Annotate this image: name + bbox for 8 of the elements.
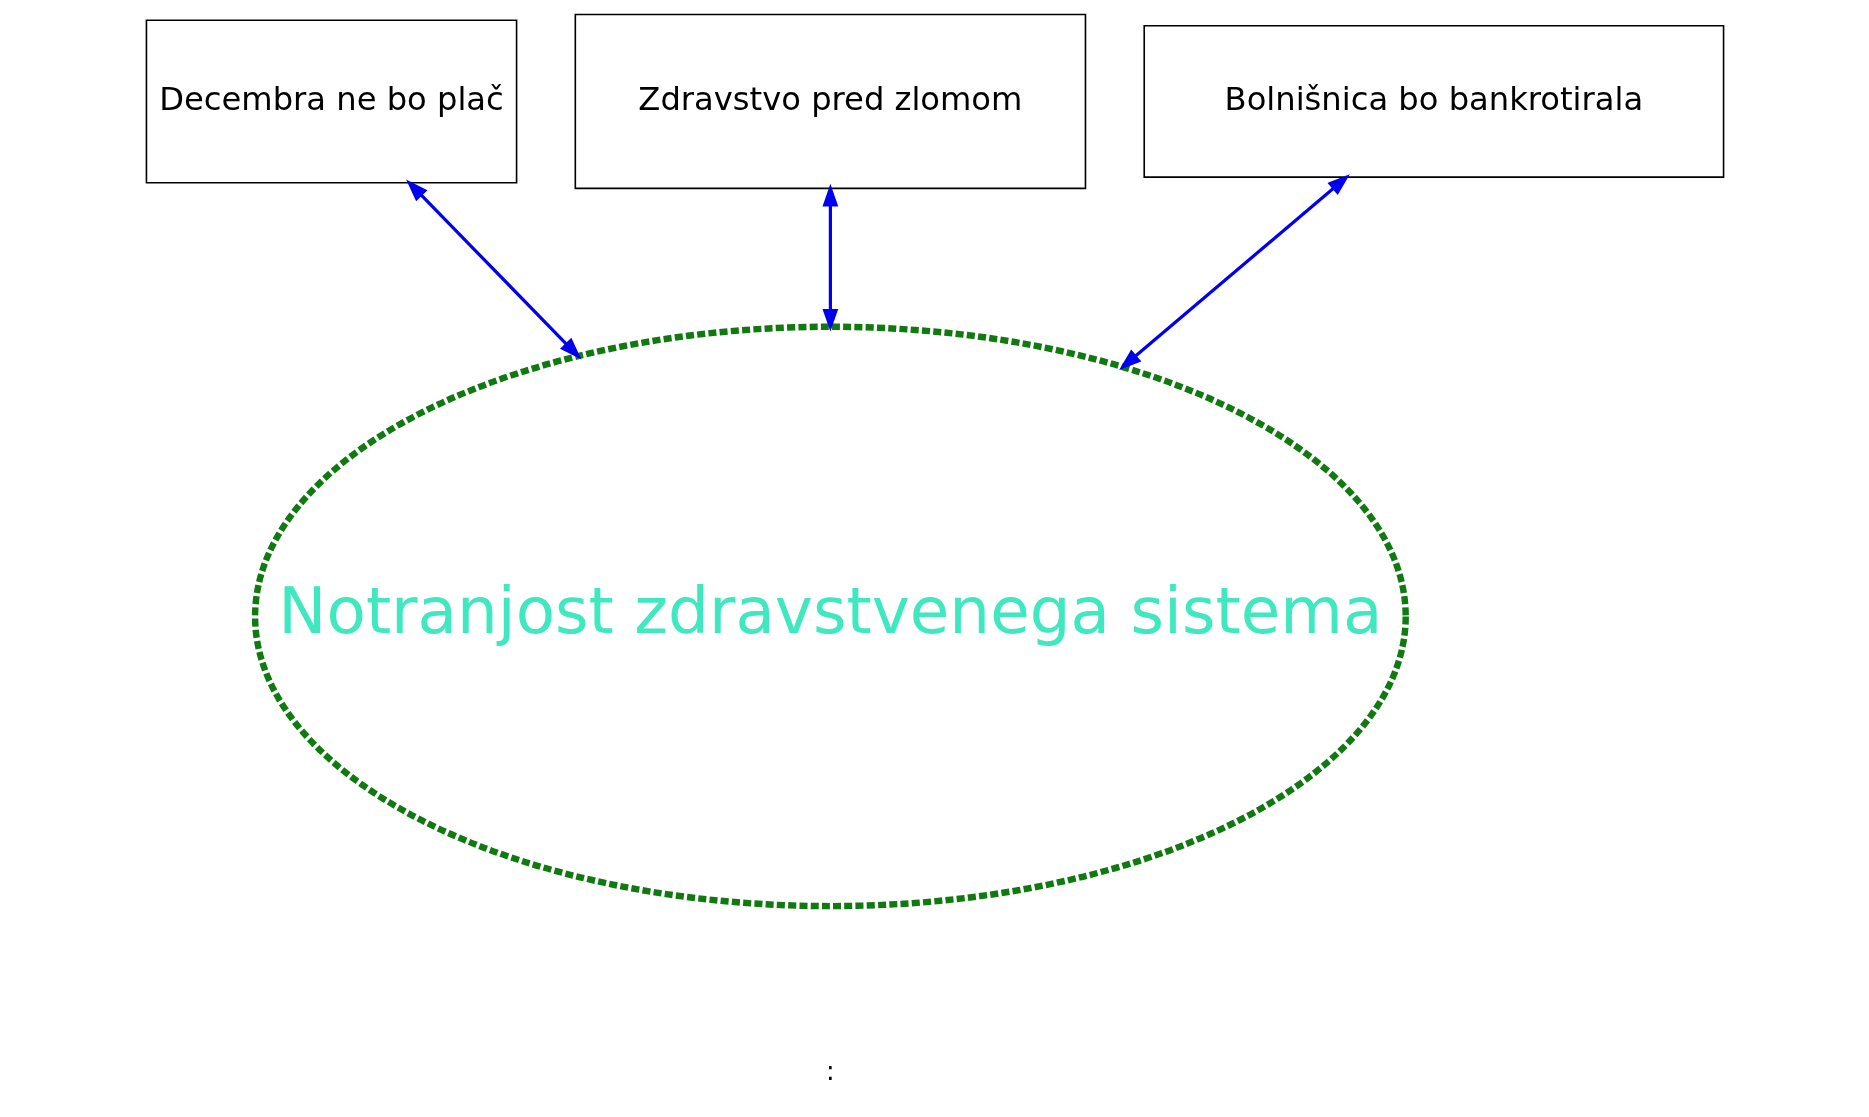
node-ellipse: Notranjost zdravstvenega sistema <box>251 323 1409 910</box>
arrow <box>405 179 581 360</box>
arrow <box>1118 174 1350 370</box>
label: : <box>825 1055 835 1086</box>
node-box: Bolnišnica bo bankrotirala <box>1142 25 1724 178</box>
arrow <box>822 183 838 332</box>
node-box: Decembra ne bo plač <box>145 19 517 184</box>
node-box: Zdravstvo pred zlomom <box>574 13 1086 190</box>
